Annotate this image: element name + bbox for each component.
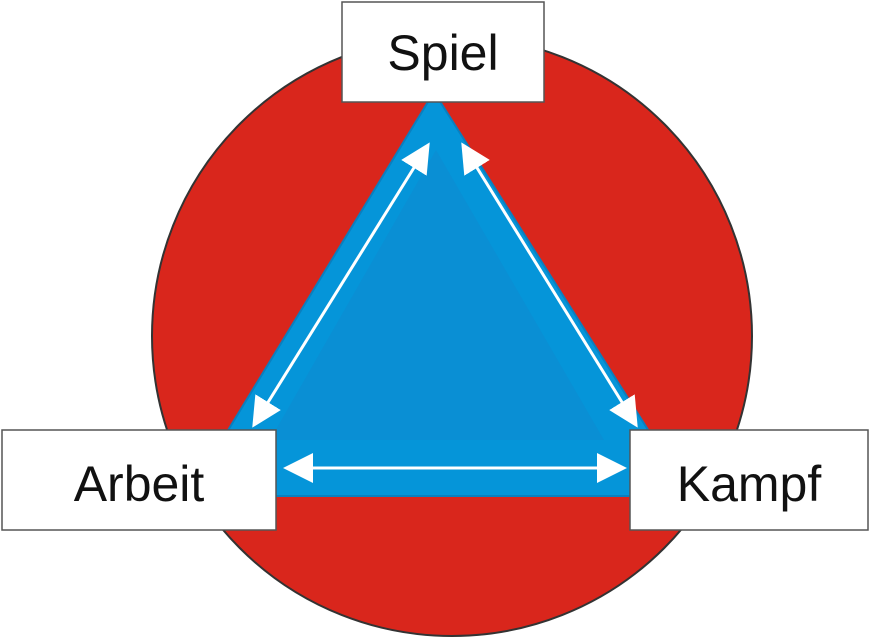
node-kampf: Kampf	[629, 429, 869, 531]
node-spiel-box	[341, 1, 545, 103]
node-spiel-label: Spiel	[387, 25, 498, 81]
arrow-spiel-kampf	[461, 142, 638, 428]
node-spiel: Spiel	[341, 1, 545, 103]
node-arbeit-label: Arbeit	[74, 456, 205, 512]
node-kampf-box	[629, 429, 869, 531]
node-arbeit: Arbeit	[1, 429, 277, 531]
node-kampf-label: Kampf	[677, 456, 822, 512]
node-arbeit-box	[1, 429, 277, 531]
arrow-spiel-arbeit	[252, 142, 430, 428]
